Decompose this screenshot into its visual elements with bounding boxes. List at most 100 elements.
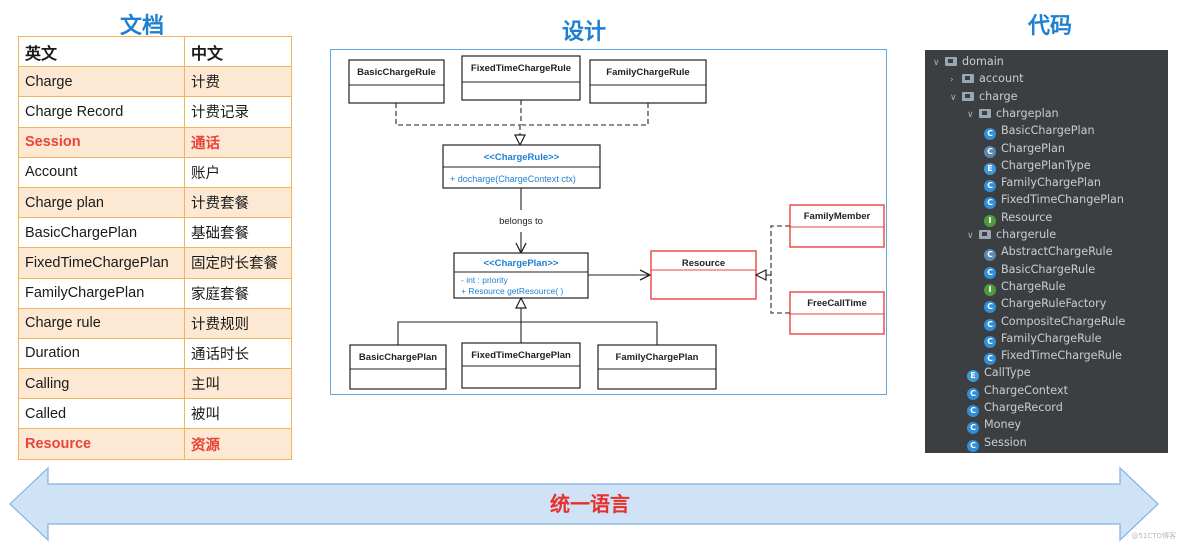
tree-item-label: FamilyChargeRule [1001,331,1102,345]
chevron-right-icon[interactable]: › [950,75,954,86]
tree-item-label: CallType [984,366,1031,380]
rule-impl-label: FamilyChargeRule [606,67,689,78]
glossary-term-zh: 通话 [184,126,292,158]
tree-item-label: ChargeContext [984,383,1068,397]
tree-folder[interactable]: › account [950,70,1024,87]
tree-item-label: ChargeRuleFactory [1001,297,1107,311]
tree-file[interactable]: E CallType [967,364,1031,383]
tree-item-label: Session [984,435,1027,449]
enum-icon: E [967,370,979,383]
class-icon: C [967,405,979,417]
rule-impl-label: FixedTimeChargeRule [471,63,571,74]
plan-impl-basic: BasicChargePlan [349,344,447,390]
glossary-term-en: Resource [18,428,185,460]
tree-file[interactable]: C FixedTimeChargeRule [984,347,1122,366]
title-design: 设计 [562,20,607,45]
tree-file[interactable]: C CompositeChargeRule [984,313,1126,331]
plan-impl-fixedtime: FixedTimeChargePlan [461,342,581,389]
tree-file[interactable]: C Session [967,434,1027,452]
tree-item-label: Money [984,418,1022,432]
unified-language-arrow [9,466,1159,542]
glossary-term-zh: 账户 [184,156,292,188]
class-icon: C [984,301,996,314]
interface-icon: I [984,214,996,227]
tree-item-label: CompositeChargeRule [1001,314,1126,328]
charge-plan-member: + Resource getResource( ) [461,286,563,296]
rule-impl-family: FamilyChargeRule [589,59,707,104]
tree-folder[interactable]: ∨ chargerule [967,226,1056,243]
folder-icon [962,91,974,101]
glossary-term-en: Charge rule [18,307,185,339]
tree-item-label: chargerule [996,228,1057,241]
glossary-term-zh: 被叫 [184,398,292,430]
title-doc: 文档 [120,14,165,39]
plan-impl-label: FamilyChargePlan [616,352,699,363]
tree-folder[interactable]: ∨chargeplan [967,105,1059,122]
class-icon: C [984,128,996,141]
glossary-term-en: Duration [18,337,185,370]
chevron-down-icon[interactable]: ∨ [950,92,957,103]
tree-folder[interactable]: ∨domain [933,53,1004,70]
tree-item-label: BasicChargeRule [1001,262,1096,276]
glossary-term-en: FamilyChargePlan [18,277,185,309]
glossary-term-zh: 固定时长套餐 [184,247,292,279]
glossary-term-zh: 计费记录 [184,96,292,128]
tree-file[interactable]: C ChargePlan [984,140,1065,158]
abstract-icon: C [984,145,996,158]
resource-impl-familymember: FamilyMember [789,204,885,248]
plan-generalization-lines [397,298,658,345]
glossary-header-zh: 中文 [184,35,292,68]
resource-impl-label: FreeCallTime [807,298,867,309]
folder-icon [962,74,974,84]
tree-item-label: BasicChargePlan [1001,124,1095,138]
chevron-down-icon[interactable]: ∨ [967,231,974,241]
glossary-term-zh: 计费规则 [184,307,292,339]
folder-icon [979,230,991,239]
plan-impl-family: FamilyChargePlan [597,344,717,390]
glossary-term-zh: 通话时长 [184,337,292,370]
glossary-term-en: Session [18,126,185,158]
class-icon: C [984,318,996,331]
tree-file[interactable]: C ChargeRuleFactory [984,295,1107,314]
class-icon: C [984,353,996,366]
rule-impl-fixedtime: FixedTimeChargeRule [461,55,581,101]
class-icon: C [967,439,979,452]
plan-impl-label: BasicChargePlan [359,352,437,363]
tree-item-label: FixedTimeChargeRule [1001,349,1122,363]
chevron-down-icon[interactable]: ∨ [933,58,940,68]
uml-canvas: BasicChargeRule FixedTimeChargeRule Fami… [348,55,885,390]
chevron-down-icon[interactable]: ∨ [967,109,974,120]
folder-icon [979,108,991,118]
glossary-term-en: Calling [18,368,185,400]
tree-folder[interactable]: ∨charge [950,88,1017,105]
tree-item-label: FamilyChargePlan [1001,176,1101,190]
charge-plan-stereotype: <<ChargePlan>> [484,258,559,269]
glossary-term-zh: 计费 [184,66,292,98]
tree-item-label: ChargePlan [1001,141,1065,155]
tree-file[interactable]: C BasicChargePlan [984,122,1095,141]
unified-language-label: 统一语言 [550,492,630,516]
tree-item-label: account [979,72,1024,86]
charge-rule-stereotype: <<ChargeRule>> [484,152,560,163]
tree-item-label: FixedTimeChangePlan [1001,193,1125,207]
